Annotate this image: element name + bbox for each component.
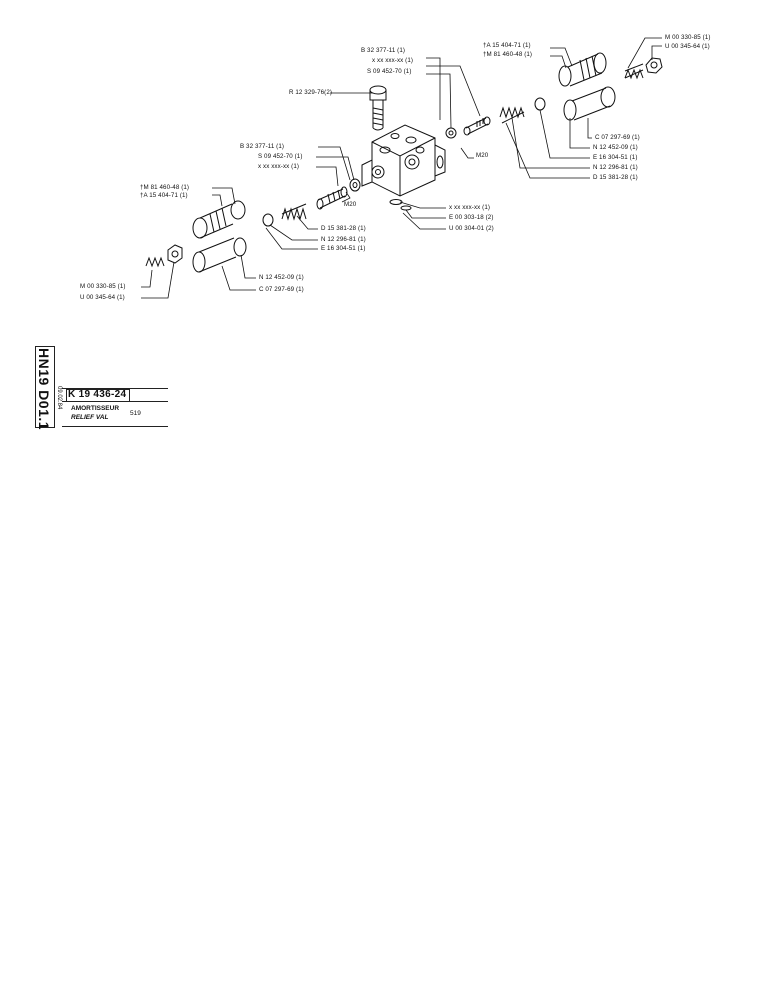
part-number-frame	[66, 389, 130, 402]
disc-top	[534, 97, 546, 111]
disc-mid	[262, 213, 274, 227]
cartridge-top	[558, 52, 616, 121]
label-r12329: R 12 329-76(2)	[289, 89, 333, 96]
cartridge-left-upper	[192, 200, 246, 239]
label-n12296-left: N 12 296-81 (1)	[321, 236, 366, 243]
adjuster-plug-top	[445, 116, 491, 139]
label-m00330-left: M 00 330-85 (1)	[80, 283, 126, 290]
sheet-code: HN19 D01.1	[36, 348, 52, 431]
label-s09452-mid: S 09 452-70 (1)	[258, 153, 303, 160]
label-a15404-left: †A 15 404-71 (1)	[140, 192, 188, 199]
label-n12296-top: N 12 296-81 (1)	[593, 164, 638, 171]
label-xx-right: x xx xxx-xx (1)	[449, 204, 491, 211]
label-e16304-top: E 16 304-51 (1)	[593, 154, 638, 161]
label-xx-mid: x xx xxx-xx (1)	[258, 163, 300, 170]
label-u00304: U 00 304-01 (2)	[449, 225, 494, 232]
label-m81460-left: †M 81 460-48 (1)	[140, 184, 190, 191]
page-number: 519	[130, 410, 141, 417]
set-screw-top	[624, 63, 644, 80]
o-ring-e00	[389, 199, 403, 205]
label-m81460-top: †M 81 460-48 (1)	[483, 51, 533, 58]
set-screw-left	[145, 256, 165, 268]
part-number: K 19 436-24	[68, 389, 127, 400]
sheet-date: 09.02.84	[56, 386, 62, 410]
label-c07297-top: C 07 297-69 (1)	[595, 134, 640, 141]
title-french: AMORTISSEUR	[71, 405, 120, 412]
title-rule-bottom	[62, 426, 168, 427]
spring-mid	[281, 203, 307, 221]
title-block-side-frame	[35, 346, 55, 428]
label-u00345-left: U 00 345-64 (1)	[80, 294, 125, 301]
label-m00330-top: M 00 330-85 (1)	[665, 34, 711, 41]
washer-u00-304	[400, 205, 412, 211]
nut-top	[645, 57, 663, 74]
nut-left	[167, 244, 183, 264]
title-rule-top	[62, 388, 168, 389]
label-n12452-left: N 12 452-09 (1)	[259, 274, 304, 281]
label-b32377-mid: B 32 377-11 (1)	[240, 143, 285, 150]
spring-top	[499, 106, 525, 124]
valve-body	[361, 124, 446, 197]
label-m20-mid: M20	[344, 201, 357, 208]
label-d15381-left: D 15 381-28 (1)	[321, 225, 366, 232]
label-s09452-top: S 09 452-70 (1)	[367, 68, 412, 75]
title-english: RELIEF VAL	[71, 414, 109, 421]
adjuster-plug-mid	[316, 178, 361, 210]
cap-screw	[369, 85, 387, 131]
label-a15404-top: †A 15 404-71 (1)	[483, 42, 531, 49]
title-block: HN19 D01.1 09.02.84 K 19 436-24 AMORTISS…	[35, 346, 175, 430]
label-n12452-top: N 12 452-09 (1)	[593, 144, 638, 151]
label-u00345-top: U 00 345-64 (1)	[665, 43, 710, 50]
label-b32377-top: B 32 377-11 (1)	[361, 47, 406, 54]
cartridge-left-lower	[192, 237, 247, 273]
label-e00303: E 00 303-18 (2)	[449, 214, 494, 221]
label-xx-top: x xx xxx-xx (1)	[372, 57, 414, 64]
label-e16304-left: E 16 304-51 (1)	[321, 245, 366, 252]
label-c07297-left: C 07 297-69 (1)	[259, 286, 304, 293]
label-m20-top: M20	[476, 152, 489, 159]
label-d15381-top: D 15 381-28 (1)	[593, 174, 638, 181]
